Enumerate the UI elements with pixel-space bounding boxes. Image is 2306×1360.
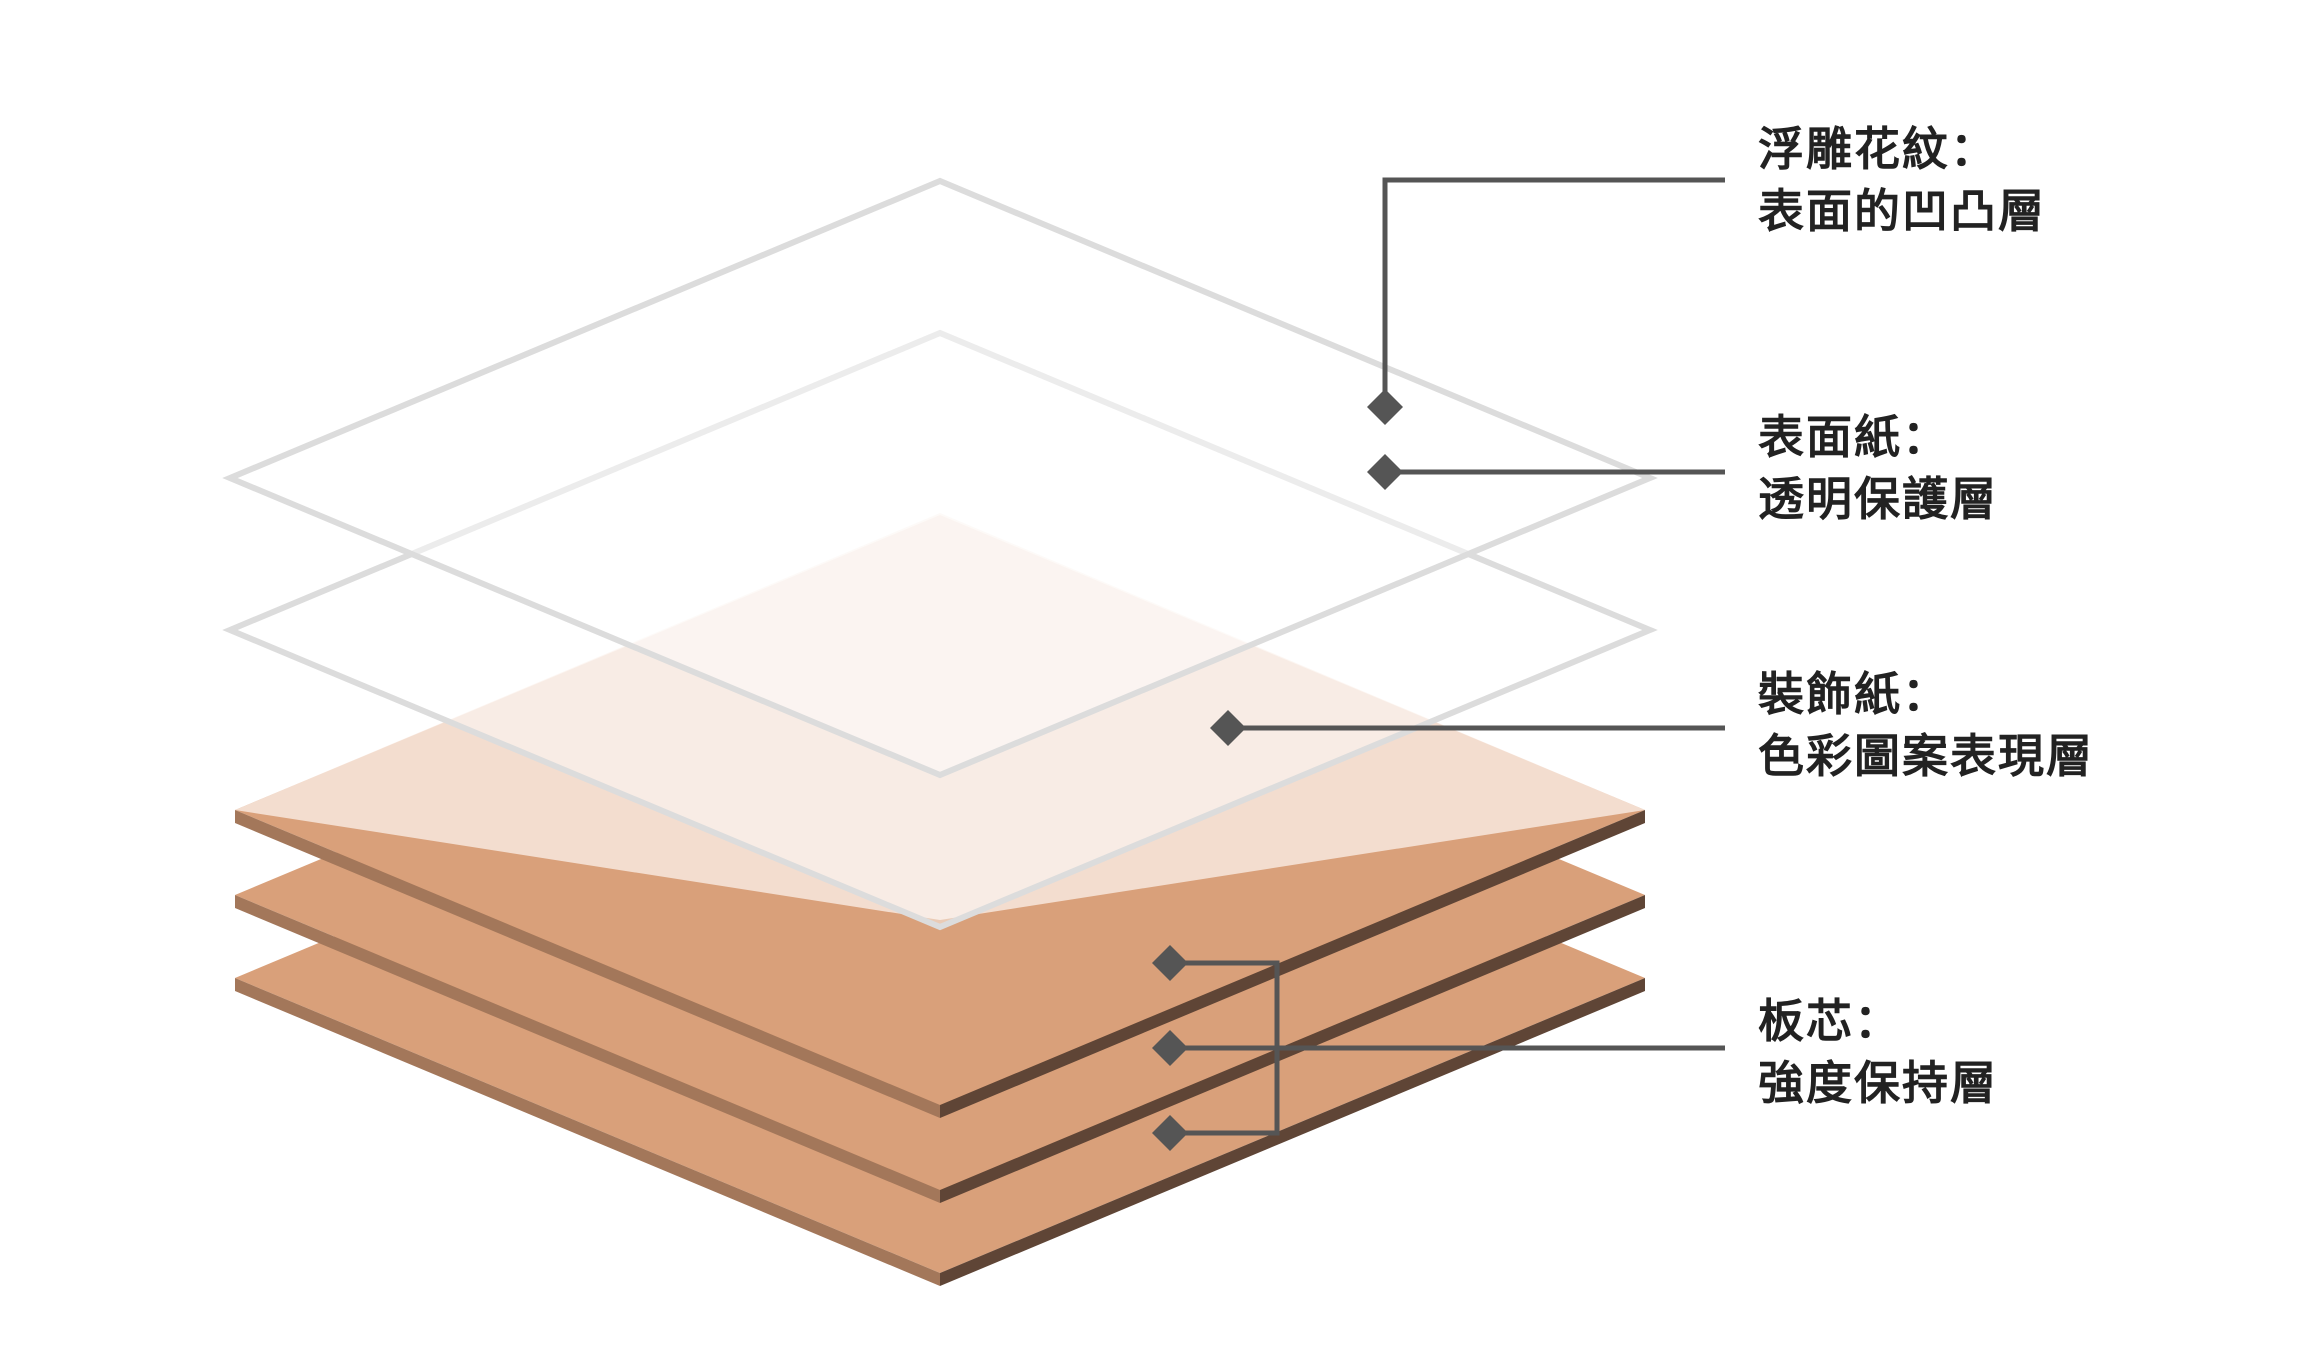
label-decor-desc: 色彩圖案表現層 [1758, 729, 2094, 783]
label-board-core: 板芯： 強度保持層 [1758, 990, 1998, 1114]
plank-middle-left-edge [235, 895, 940, 1203]
marker-decor-icon [1210, 710, 1246, 746]
label-embossed-desc: 表面的凹凸層 [1758, 184, 2046, 238]
leader-line-embossed [1382, 177, 1725, 407]
plank-top-left-edge [235, 810, 940, 1118]
label-decor-paper: 裝飾紙： 色彩圖案表現層 [1758, 663, 2094, 787]
marker-core-top-icon [1152, 945, 1188, 981]
label-embossed-title: 浮雕花紋： [1758, 122, 1998, 176]
label-surface-paper: 表面紙： 透明保護層 [1758, 406, 1998, 530]
marker-core-middle-icon [1152, 1030, 1188, 1066]
marker-surface-icon [1367, 454, 1403, 490]
marker-core-bottom-icon [1152, 1115, 1188, 1151]
label-surface-desc: 透明保護層 [1758, 472, 1998, 526]
label-decor-title: 裝飾紙： [1758, 667, 1950, 721]
plank-bottom-left-edge [235, 978, 940, 1286]
label-core-title: 板芯： [1758, 994, 1902, 1048]
decor-paper-layer [235, 513, 1645, 920]
label-surface-title: 表面紙： [1758, 410, 1950, 464]
label-core-desc: 強度保持層 [1758, 1056, 1998, 1110]
marker-embossed-icon [1367, 389, 1403, 425]
surface-paper-layer [222, 329, 1658, 931]
plank-bottom-right-edge [940, 978, 1645, 1286]
leader-lines [1152, 177, 1725, 1151]
embossed-texture-layer [222, 177, 1658, 779]
label-embossed-texture: 浮雕花紋： 表面的凹凸層 [1758, 118, 2046, 242]
plank-top-right-edge [940, 810, 1645, 1118]
